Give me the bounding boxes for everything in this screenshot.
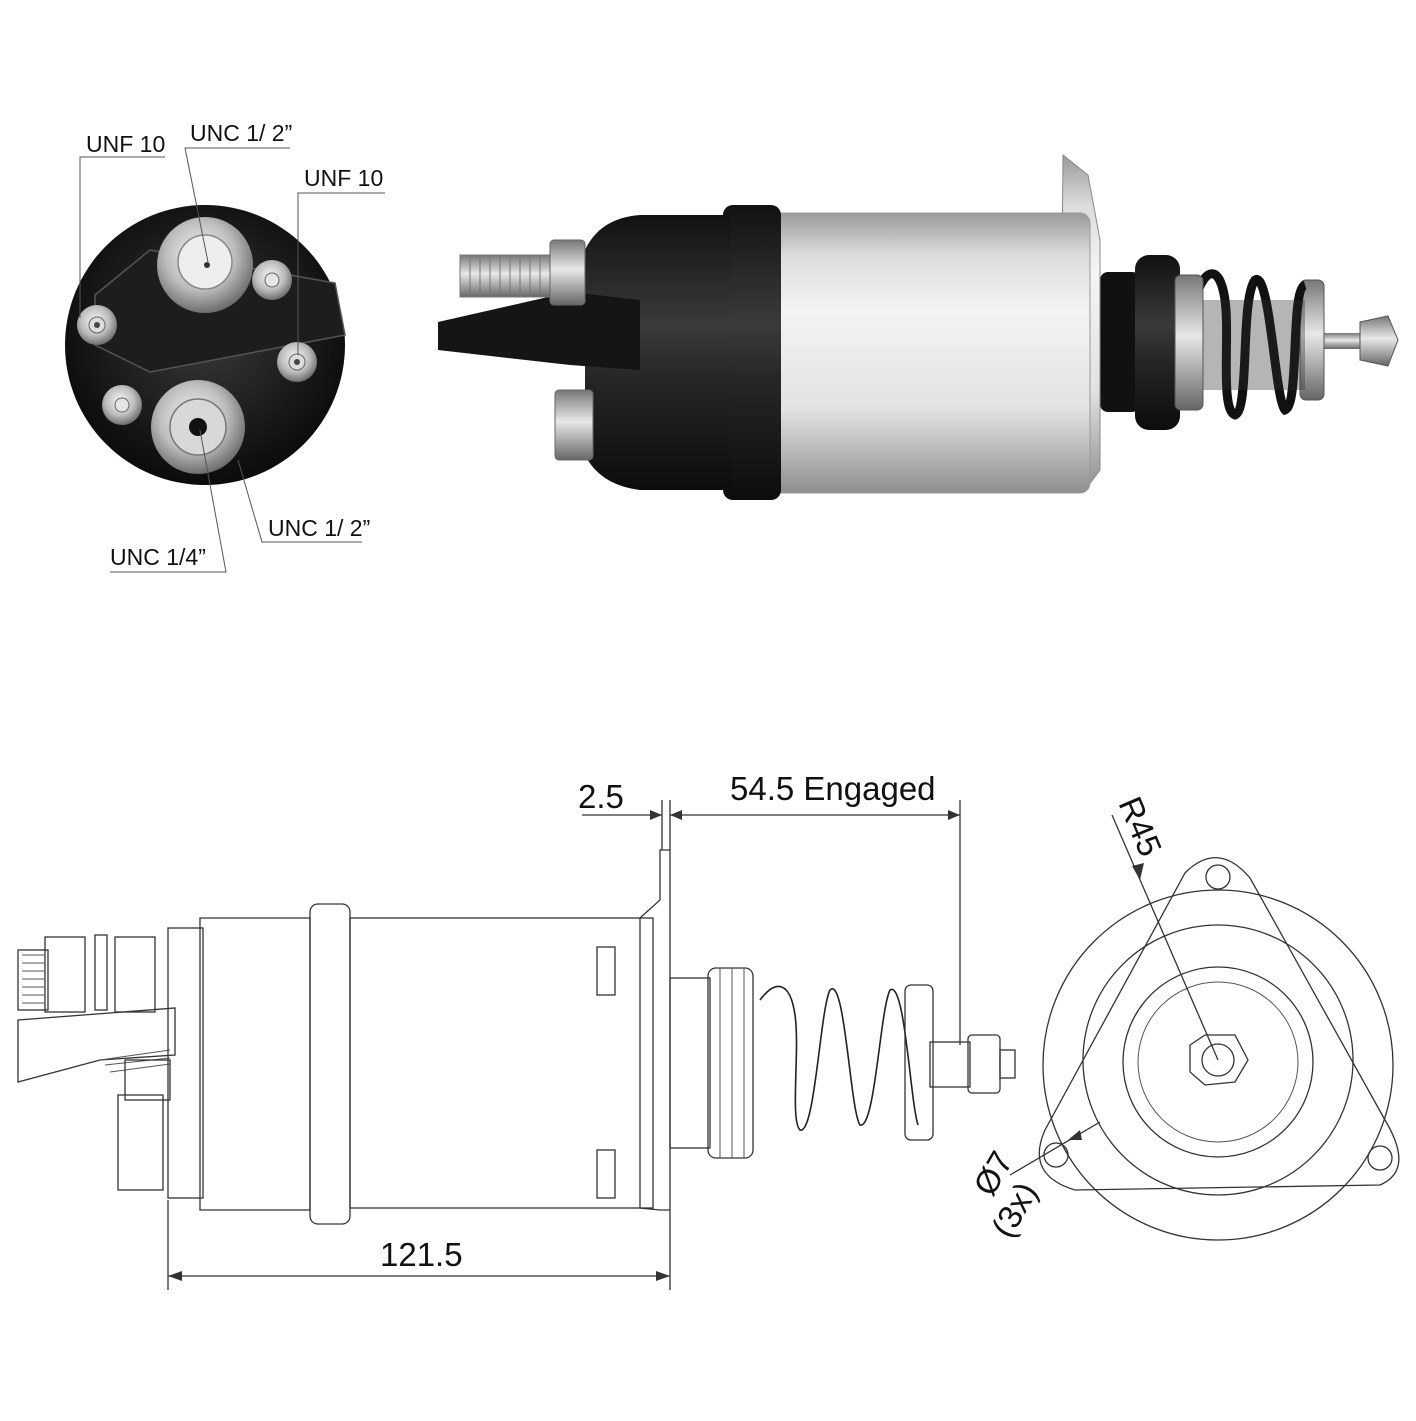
plunger-nut (1359, 315, 1399, 367)
top-stud (157, 217, 253, 313)
drawing-rib-lines (719, 968, 745, 1158)
drawing-boot-circle (1082, 924, 1354, 1196)
arrowhead (650, 810, 662, 820)
drawing-end-cap (199, 917, 311, 1211)
cap-ring (723, 205, 781, 500)
side-view-drawing: 2.5 54.5 Engaged 121.5 (17, 770, 1016, 1290)
drawing-boot-ribs (707, 967, 754, 1159)
spring-seat (1299, 279, 1325, 401)
drawing-outer-circle (1042, 889, 1394, 1241)
small-terminal-right (277, 342, 317, 382)
drawing-cap-inner (167, 927, 204, 1199)
drawing-terminal-blade (17, 1007, 176, 1083)
dim-plunger-travel: 54.5 Engaged (730, 770, 936, 807)
leader-bottom-left-stud (110, 429, 227, 573)
drawing-cap-ring (309, 903, 351, 1225)
drawing-washer (94, 934, 108, 1011)
leader-top-center-stud (184, 147, 290, 263)
drawing-blade-hatch (99, 1049, 171, 1073)
dim-flange-thickness: 2.5 (578, 778, 624, 815)
solenoid-can (759, 212, 1091, 494)
plunger-shaft (1310, 333, 1370, 349)
label-unf10-left: UNF 10 (86, 131, 165, 157)
drawing-nut-2 (114, 936, 156, 1013)
label-unf10-right: UNF 10 (304, 165, 383, 191)
drawing-center-hole (1201, 1043, 1235, 1077)
bottom-stud (151, 380, 245, 474)
drawing-flange (639, 849, 671, 1211)
leader-bottom-right-stud (237, 459, 362, 543)
boot-collar (1135, 255, 1180, 430)
arrowhead (670, 810, 682, 820)
arrowhead (168, 1271, 182, 1281)
return-spring (1190, 269, 1309, 420)
drawing-triangular-flange (1038, 857, 1400, 1191)
small-nut-bottom-left (102, 385, 142, 425)
terminal-blade (438, 292, 640, 370)
drawing-plunger (929, 1041, 971, 1088)
drawing-inner-circle (1122, 966, 1314, 1158)
front-view-drawing: R45 Ø7 (3x) (966, 791, 1400, 1244)
drawing-thread-stud (17, 949, 49, 1011)
drawing-boot (669, 977, 711, 1149)
small-nut-top-right (252, 260, 292, 300)
arrowhead (1068, 1130, 1082, 1140)
leader-right-terminal (297, 192, 385, 355)
arrowhead (1132, 863, 1144, 880)
drawing-mount-hole-top (1205, 864, 1231, 890)
bottom-nut (554, 389, 594, 461)
arrowhead (948, 810, 960, 820)
label-unc12-top: UNC 1/ 2” (190, 120, 292, 146)
drawing-center-nut (1189, 1034, 1249, 1086)
drawing-small-nut (124, 1059, 171, 1101)
side-view-photo (438, 153, 1399, 500)
dim-body-length: 121.5 (380, 1236, 463, 1273)
drawing-vent-top (596, 946, 616, 996)
drawing-spring (759, 985, 919, 1131)
top-nut (549, 239, 586, 306)
dim-flange-radius: R45 (1112, 791, 1170, 861)
drawing-mount-hole-right (1367, 1145, 1393, 1171)
black-end-cap (585, 215, 730, 490)
drawing-mount-hole-left (1043, 1142, 1069, 1168)
drawing-plunger-nut (967, 1034, 1001, 1094)
label-unc14: UNC 1/4” (110, 544, 206, 570)
drawing-inner-circle-2 (1137, 981, 1299, 1143)
small-terminal-left (77, 305, 117, 345)
drawing-vent-bottom (596, 1149, 616, 1199)
label-unc12-bottom: UNC 1/ 2” (268, 515, 370, 541)
rubber-boot (1100, 272, 1140, 412)
drawing-bottom-nut (117, 1094, 164, 1191)
leader-radius (1111, 814, 1219, 1061)
drawing-thread-lines (22, 954, 44, 1004)
stud-threads (469, 255, 541, 297)
drawing-can (349, 917, 654, 1209)
drawing-top-nut (44, 936, 86, 1013)
end-view-photo: UNF 10 UNC 1/ 2” UNF 10 UNC 1/ 2” UNC 1/… (65, 120, 385, 573)
drawing-plunger-tip (999, 1049, 1016, 1079)
washer (1174, 274, 1204, 411)
spring-core (1200, 300, 1305, 390)
leader-top-left-terminal (79, 156, 165, 318)
leader-hole-diameter (1009, 1121, 1101, 1176)
arrowhead (656, 1271, 670, 1281)
drawing-spring-seat (904, 984, 934, 1141)
